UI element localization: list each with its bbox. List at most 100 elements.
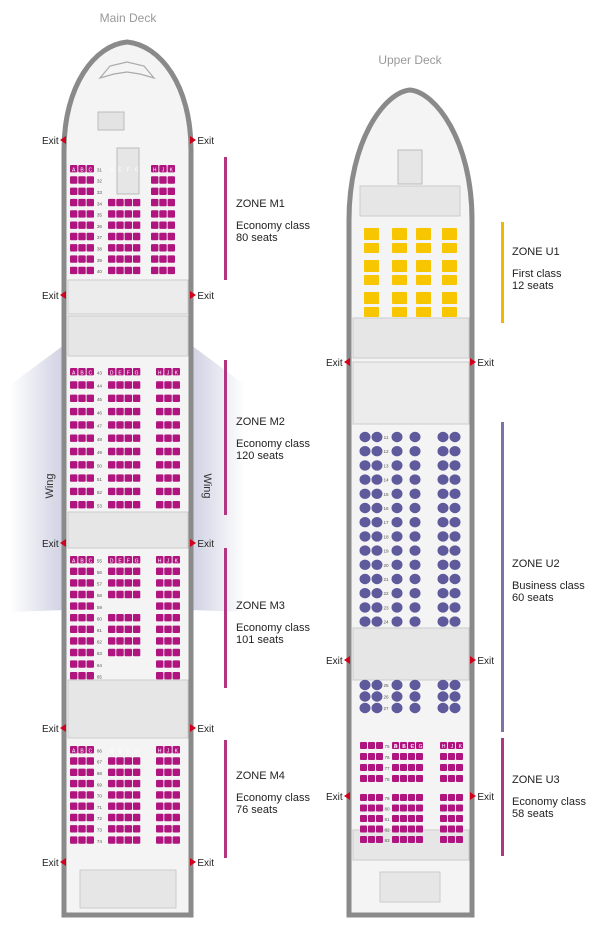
business-seat-12-1 [371,446,383,457]
seat-46D [108,407,116,416]
m3-col-F: F [127,559,130,565]
zone-u1-bar [501,222,504,323]
business-seat-12-2 [391,446,403,457]
u3-col-B: B [402,744,406,750]
seat-73C [86,825,94,833]
seat-80J [448,804,455,812]
business-seat-13-5 [449,460,461,471]
main-forward-lavatory [97,111,125,131]
m2-col-A: A [72,371,76,377]
seat-66J [164,746,172,754]
seat-70A [70,791,78,799]
seat-56A [70,567,78,575]
seat-68E [116,768,124,776]
seat-62E [116,637,124,645]
main-exit-left-4-label: Exit [42,724,59,735]
seat-81E [400,815,407,822]
first-ottoman-1-3 [442,243,457,253]
seat-62B [78,637,86,645]
seat-46C [86,407,94,416]
seat-44E [116,381,124,389]
zone-m4-bar [224,740,227,858]
seat-75K [456,742,463,749]
seat-39H [151,255,159,263]
first-ottoman-1-1 [392,243,407,253]
seat-34F [124,198,132,207]
seat-45J [164,394,172,402]
m2-col-K: K [175,371,179,377]
business-seat-11-3 [409,431,421,443]
m2-col-H: H [158,371,162,377]
seat-79B [368,794,375,801]
seat-73B [78,825,86,833]
left-wing [10,345,64,612]
seat-50A [70,461,78,469]
row-number-82: 82 [384,828,390,833]
main-galley-4 [67,679,189,739]
business-seat-22-1 [371,588,383,599]
seat-35B [78,210,86,218]
business-seat-19-5 [449,545,461,556]
main-exit-left-2-arrow [60,291,66,299]
seat-69A [70,779,78,788]
seat-47E [116,421,124,429]
seat-72D [108,813,116,822]
seat-45H [156,394,164,402]
business-seat-16-3 [409,502,421,514]
seat-55J [164,556,172,564]
seat-53K [172,501,180,509]
seat-58B [78,590,86,599]
main-exit-left-2-label: Exit [42,291,59,302]
u3-col-H: H [442,744,446,750]
seat-63A [70,648,78,657]
seat-39A [70,255,78,263]
seat-78D [392,775,399,782]
seat-48H [156,434,164,442]
business-seat-13-0 [359,460,371,471]
seat-51B [78,474,86,482]
seat-60J [164,614,172,622]
zone-m4-seats: 76 seats [236,804,278,816]
seat-49B [78,447,86,456]
seat-51D [108,474,116,482]
seat-47H [156,421,164,429]
seat-81F [408,815,415,822]
seat-83E [400,836,407,843]
seat-63F [124,648,132,657]
seat-71G [132,802,141,810]
seat-61J [164,625,172,633]
business-seat-19-3 [409,545,421,556]
seat-74G [132,836,141,844]
seat-66K [172,746,180,754]
seat-47G [132,421,141,429]
business-seat-18-0 [359,531,371,542]
seat-71C [86,802,94,810]
main-exit-left-5-arrow [60,858,66,866]
row-number-15: 15 [383,492,389,497]
seat-62J [164,637,172,645]
seat-76B [368,753,375,760]
row-number-40: 40 [97,269,103,274]
seat-55H [156,556,164,564]
row-number-44: 44 [97,384,103,389]
seat-68A [70,768,78,776]
wing-label-left: Wing [44,473,56,498]
row-number-22: 22 [383,591,389,596]
seat-65J [164,672,172,680]
seat-79E [400,794,407,801]
seat-72E [116,813,124,822]
seat-55G [132,556,141,564]
seat-40G [132,266,141,275]
seat-45A [70,394,78,402]
seat-60B [78,614,86,622]
business-seat-23-3 [409,602,421,613]
seat-65B [78,672,86,680]
seat-59H [156,602,164,610]
seat-45D [108,394,116,402]
seat-43C [86,368,94,376]
upper-galley-1 [352,317,470,359]
m2-col-F: F [127,371,130,377]
seat-74K [172,836,180,844]
business-seat-12-3 [409,446,421,457]
seat-59A [70,602,78,610]
